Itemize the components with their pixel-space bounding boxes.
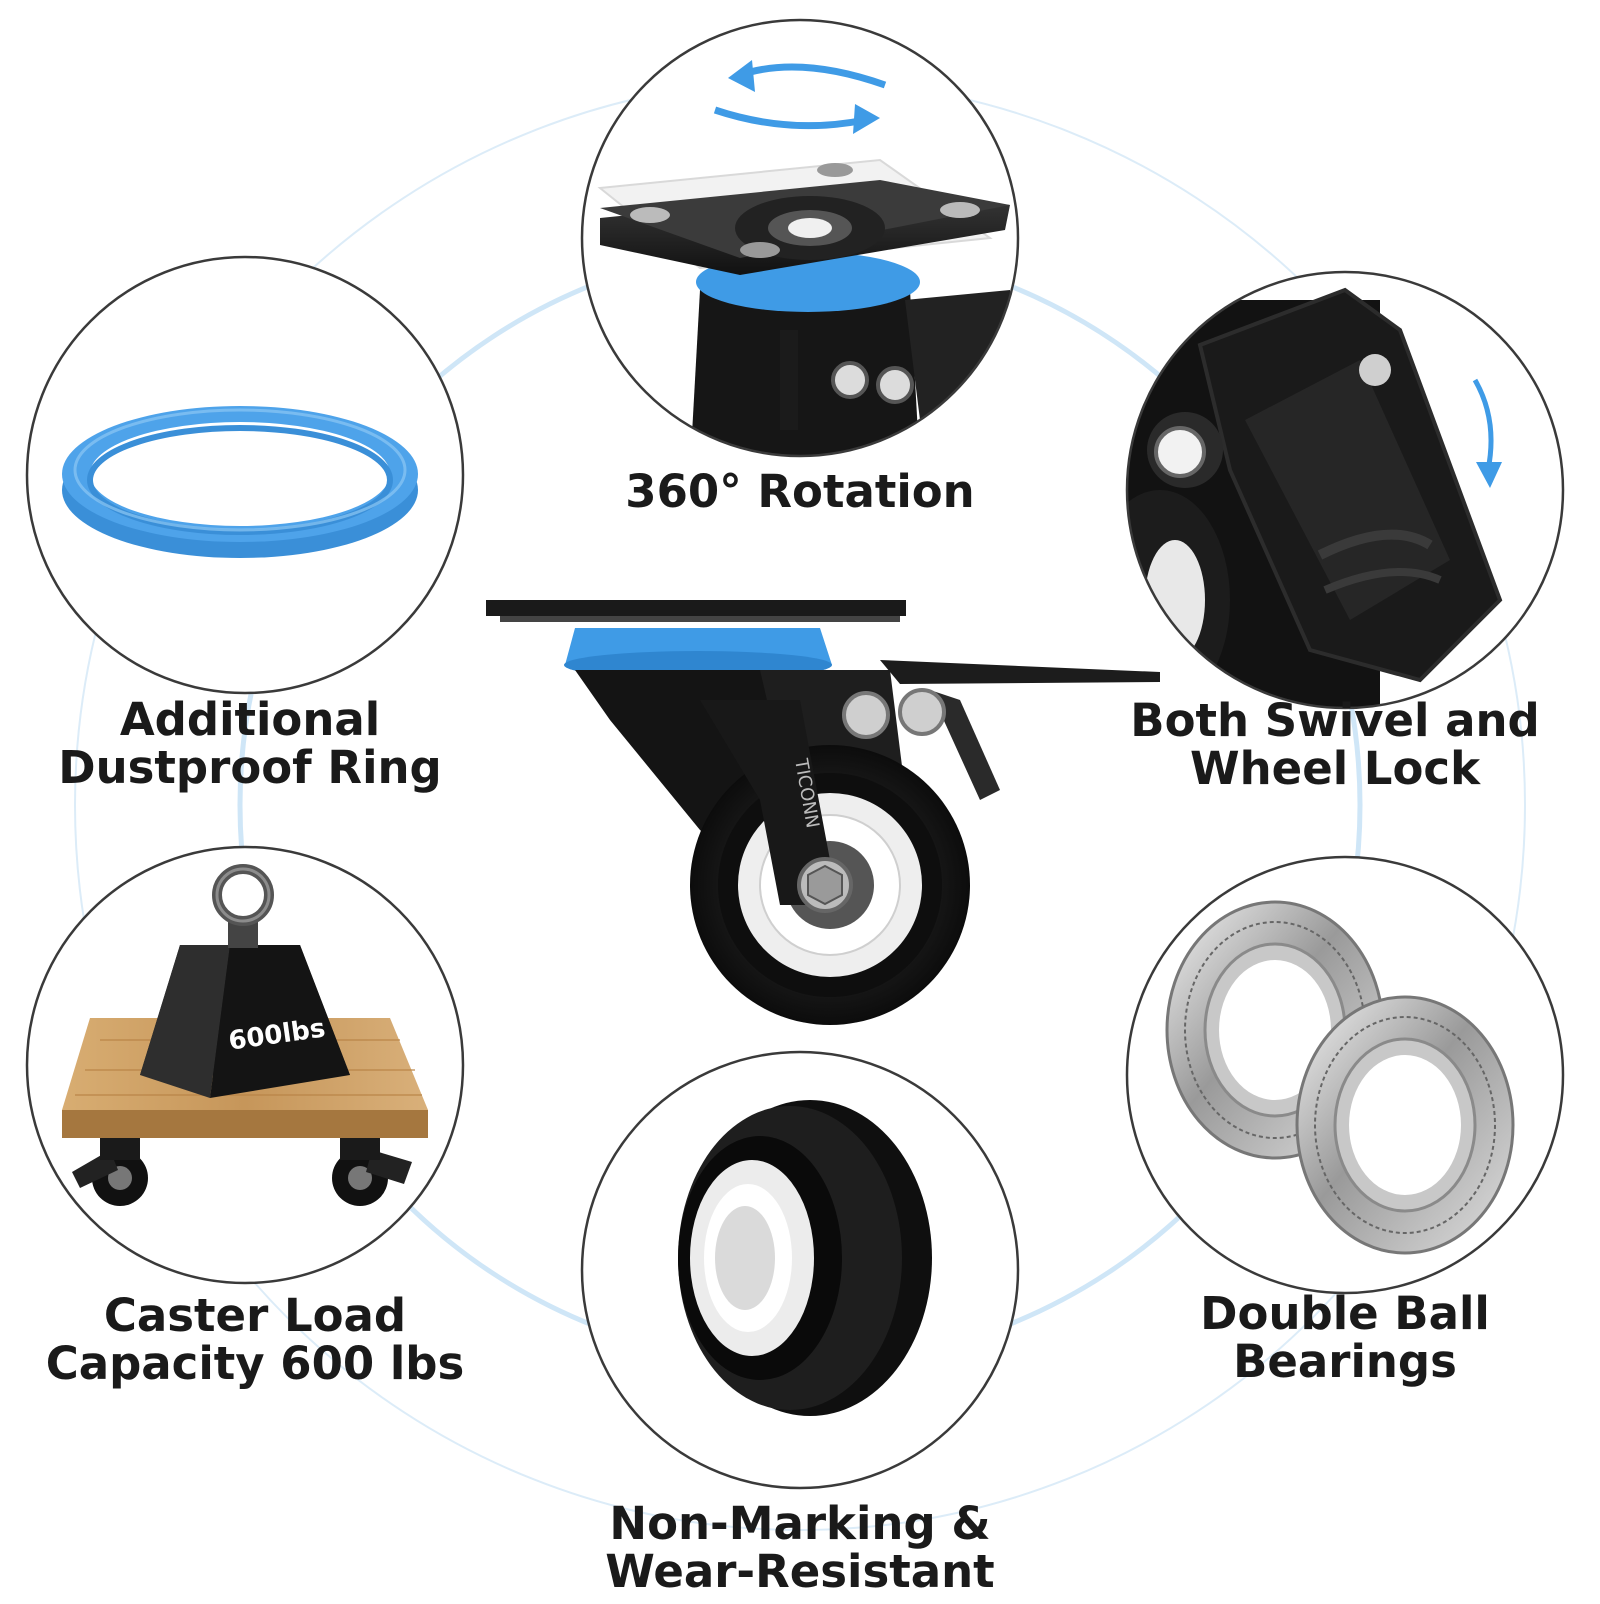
label-wheel-line-1: Non-Marking & (609, 1497, 991, 1550)
center-caster-icon: TICONN (486, 600, 1160, 1025)
label-ring-line-2: Dustproof Ring (58, 741, 442, 794)
label-bearings: Double Ball Bearings (1110, 1290, 1580, 1386)
label-wheel: Non-Marking & Wear-Resistant (540, 1500, 1060, 1596)
dustproof-ring-icon (25, 255, 465, 695)
swivel-plate-icon (580, 18, 1020, 458)
brake-lock-icon (1125, 270, 1565, 710)
label-load-line-2: Capacity 600 lbs (45, 1337, 465, 1390)
label-bearings-line-2: Bearings (1233, 1335, 1457, 1388)
label-lock: Both Swivel and Wheel Lock (1100, 697, 1570, 793)
label-lock-line-1: Both Swivel and (1130, 694, 1540, 747)
label-load: Caster Load Capacity 600 lbs (20, 1292, 490, 1388)
label-bearings-line-1: Double Ball (1200, 1287, 1490, 1340)
label-rotation: 360° Rotation (560, 468, 1040, 516)
label-wheel-line-2: Wear-Resistant (605, 1545, 995, 1598)
label-ring-line-1: Additional (119, 693, 381, 746)
label-rotation-line-1: 360° Rotation (625, 465, 975, 518)
wheel-icon (580, 1050, 1020, 1490)
label-ring: Additional Dustproof Ring (20, 696, 480, 792)
label-load-line-1: Caster Load (103, 1289, 407, 1342)
ball-bearings-icon (1125, 855, 1565, 1295)
weight-on-dolly-icon: 600lbs (25, 845, 465, 1285)
label-lock-line-2: Wheel Lock (1190, 742, 1480, 795)
